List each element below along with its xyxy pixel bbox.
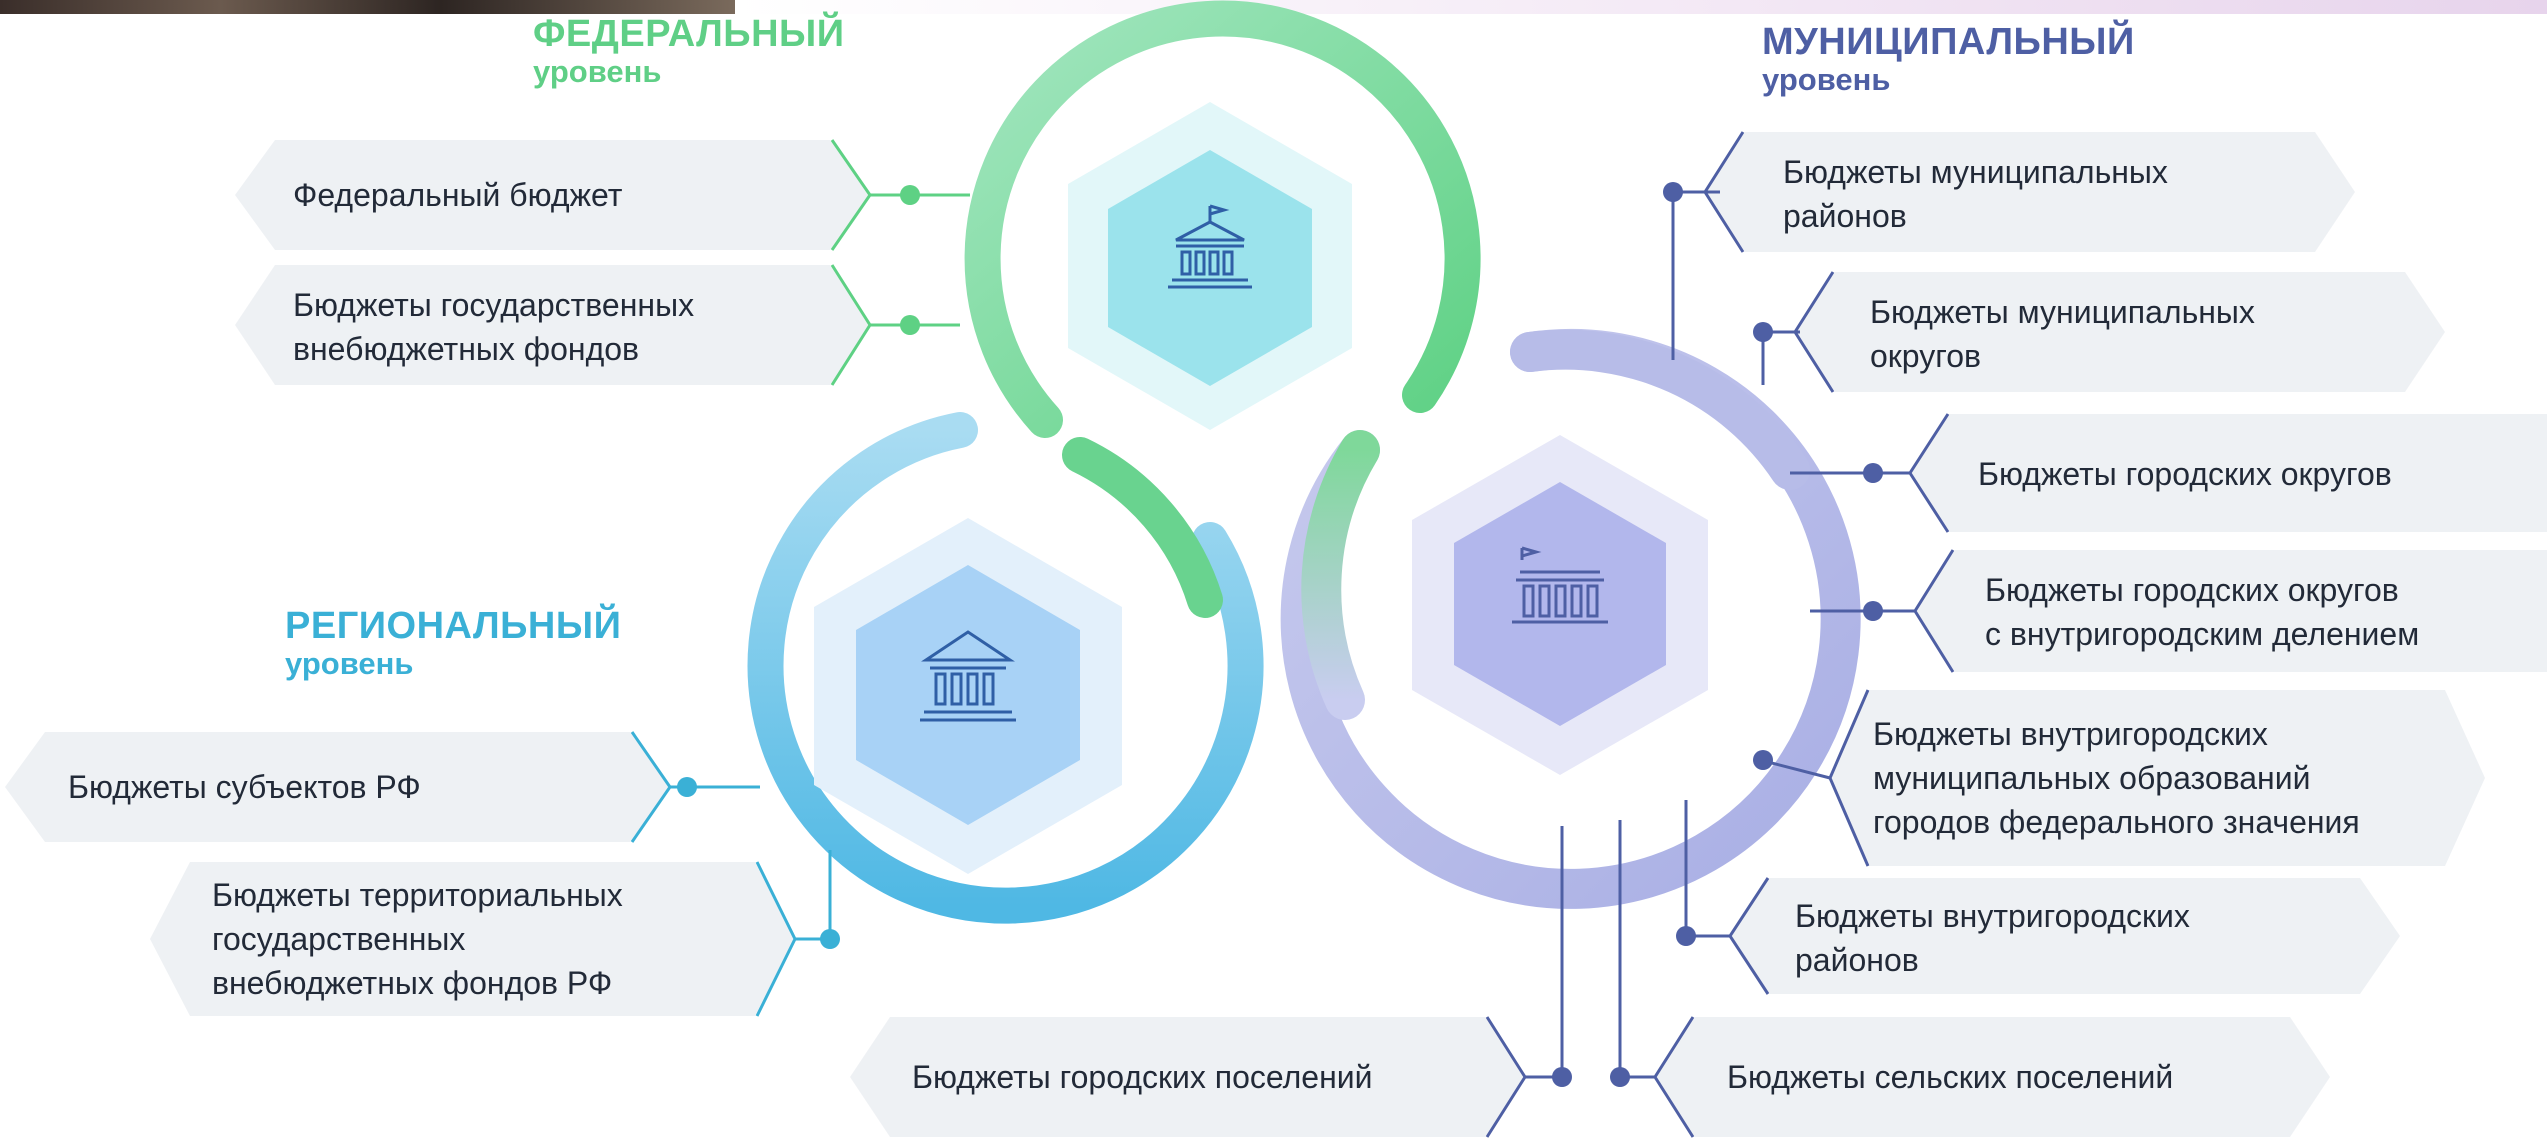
federal-dots (900, 185, 920, 335)
municipal-item-3-label: Бюджеты городских округов (1978, 456, 2392, 492)
municipal-item-3-shape (1910, 414, 2547, 532)
label-shapes (5, 132, 2547, 1137)
regional-item-2-label: Бюджеты территориальных государственных … (212, 877, 623, 1001)
municipal-item-4-label: Бюджеты городских округов с внутригородс… (1985, 572, 2420, 652)
federal-ring (964, 0, 1481, 438)
municipal-item-6-shape (1730, 878, 2400, 994)
regional-connectors (630, 731, 832, 1017)
federal-level-subtitle: уровень (533, 54, 662, 89)
municipal-item-2-shape (1795, 272, 2445, 392)
federal-item-1-label: Федеральный бюджет (293, 177, 623, 213)
municipal-item-8-label: Бюджеты городских поселений (912, 1059, 1373, 1095)
municipal-connectors (1485, 131, 1955, 1138)
regional-item-1-label: Бюджеты субъектов РФ (68, 769, 421, 805)
regional-item-1-shape (5, 732, 670, 842)
municipal-item-4-shape (1915, 550, 2547, 672)
municipal-item-1-label: Бюджеты муниципальных районов (1783, 154, 2168, 234)
municipal-item-8-shape (850, 1017, 1525, 1137)
municipal-item-2-label: Бюджеты муниципальных округов (1870, 294, 2255, 374)
regional-item-2-shape (150, 862, 795, 1016)
municipal-item-5-shape (1830, 690, 2485, 866)
municipal-building-icon (1512, 546, 1608, 624)
federal-item-2-shape (235, 265, 870, 385)
regional-ring (747, 412, 1264, 924)
regional-level-subtitle: уровень (285, 646, 414, 681)
federal-level-title: ФЕДЕРАЛЬНЫЙ (533, 13, 845, 55)
municipal-item-7-label: Бюджеты сельских поселений (1727, 1059, 2174, 1095)
municipal-level-title: МУНИЦИПАЛЬНЫЙ (1762, 21, 2135, 63)
federal-item-1-shape (235, 140, 870, 250)
municipal-level-subtitle: уровень (1762, 62, 1891, 97)
top-photo-strip (0, 0, 735, 14)
government-building-icon (1168, 204, 1252, 289)
municipal-hexagon (1412, 435, 1708, 775)
regional-level-title: РЕГИОНАЛЬНЫЙ (285, 605, 622, 647)
municipal-dots (1552, 182, 1883, 1087)
municipal-item-1-shape (1705, 132, 2355, 252)
municipal-item-6-label: Бюджеты внутригородских районов (1795, 898, 2190, 978)
municipal-item-7-shape (1655, 1017, 2330, 1137)
columns-building-icon (920, 630, 1016, 722)
federal-item-2-label: Бюджеты государственных внебюджетных фон… (293, 287, 695, 367)
municipal-ring (1280, 328, 1861, 909)
municipal-item-5-label: Бюджеты внутригородских муниципальных об… (1873, 716, 2360, 840)
regional-dots (677, 777, 840, 949)
